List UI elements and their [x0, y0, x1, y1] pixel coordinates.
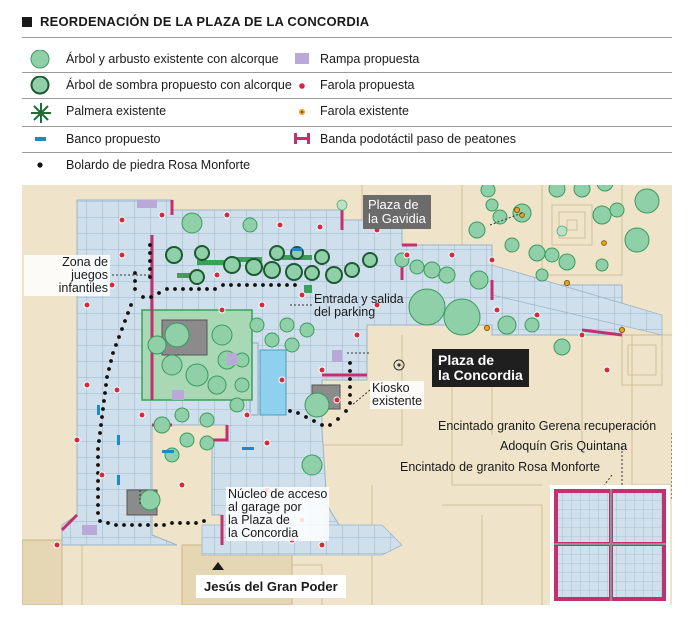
dark-green-circle-icon: [30, 76, 50, 95]
black-dot-icon: [37, 162, 43, 168]
label-nucleo-acceso: Núcleo de acceso al garage por la Plaza …: [226, 487, 330, 541]
orange-dot-icon: [299, 109, 305, 115]
map-canvas: [22, 185, 672, 605]
proposed-ramps: [82, 200, 342, 535]
location-marker: [393, 359, 405, 371]
proposed-benches: [97, 248, 302, 485]
title-row: REORDENACIÓN DE LA PLAZA DE LA CONCORDIA: [22, 14, 369, 29]
map-area: Plaza de la Gavidia Zona de juegos infan…: [22, 185, 672, 605]
lilac-square-icon: [295, 53, 309, 64]
title-divider: [22, 37, 672, 38]
fountain: [259, 349, 287, 416]
page-title: REORDENACIÓN DE LA PLAZA DE LA CONCORDIA: [40, 14, 370, 29]
legend-divider: [22, 126, 672, 127]
bollards: [96, 243, 352, 527]
label-plaza-gavidia: Plaza de la Gavidia: [363, 195, 431, 229]
red-dot-icon: [299, 83, 305, 89]
crosswalk-bands: [60, 200, 623, 545]
label-encintado-gerena: Encintado granito Gerena recuperación: [438, 419, 657, 433]
label-encintado-rosa: Encintado de granito Rosa Monforte: [400, 460, 601, 474]
legend-divider: [22, 98, 672, 99]
paving-sample-inset: [550, 485, 670, 605]
label-parking: Entrada y salida del parking: [314, 292, 404, 319]
existing-trees: [139, 185, 660, 511]
proposed-trees: [165, 245, 378, 285]
label-gran-poder: Jesús del Gran Poder: [196, 575, 346, 598]
existing-lamps: [483, 206, 626, 333]
arrow-up-icon: [212, 562, 224, 570]
crosswalk-band-icon: [294, 133, 310, 144]
legend-divider: [22, 152, 672, 153]
legend-divider: [22, 72, 672, 73]
green-circle-icon: [30, 50, 50, 69]
blue-dash-icon: [35, 137, 46, 141]
label-adoquin-gris: Adoquín Gris Quintana: [500, 439, 628, 453]
label-plaza-concordia: Plaza de la Concordia: [432, 349, 529, 387]
proposed-lamps: [53, 211, 611, 549]
label-kiosko: Kiosko existente: [370, 381, 425, 409]
label-zona-juegos: Zona de juegos infantiles: [24, 255, 110, 296]
title-square-icon: [22, 16, 32, 27]
palm-tree-icon: [31, 103, 51, 123]
